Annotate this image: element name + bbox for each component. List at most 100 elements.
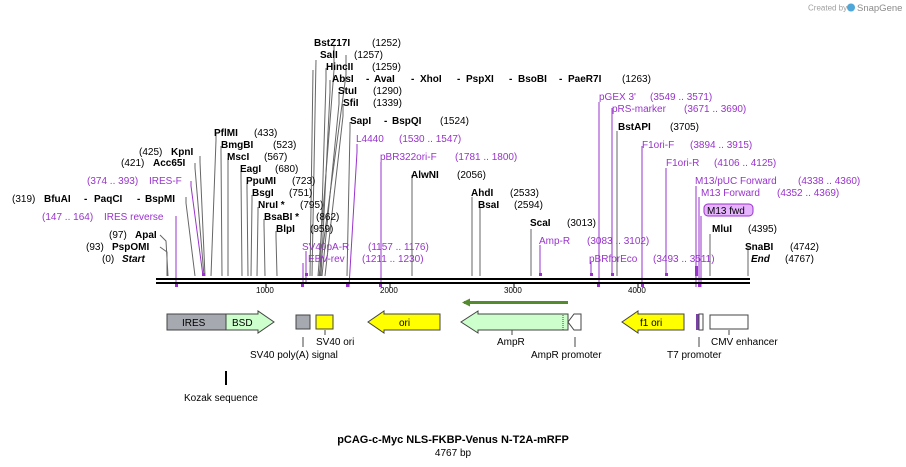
primer-pos: (147 .. 164) bbox=[42, 212, 93, 223]
site-hincii: HincII bbox=[326, 62, 353, 73]
site-pflmi: PflMI bbox=[214, 128, 238, 139]
site-start: Start bbox=[122, 254, 145, 265]
site-ppumi: PpuMI bbox=[246, 176, 276, 187]
watermark-prefix: Created by bbox=[808, 4, 847, 13]
backbone-bottom-strand bbox=[156, 282, 750, 284]
map-title: pCAG-c-Myc NLS-FKBP-Venus N-T2A-mRFP bbox=[337, 434, 569, 446]
leader-lines bbox=[159, 45, 749, 288]
site-pos: (567) bbox=[264, 152, 287, 163]
svg-text:-: - bbox=[384, 116, 387, 127]
leader-l4440 bbox=[348, 144, 358, 288]
primer-pos: (1211 .. 1230) bbox=[362, 254, 424, 265]
label-sv40-polya: SV40 poly(A) signal bbox=[250, 350, 338, 361]
svg-text:-: - bbox=[137, 194, 140, 205]
primer-m13-puc-forward: M13/pUC Forward bbox=[695, 176, 777, 187]
site-pos: (3013) bbox=[567, 218, 596, 229]
site-bmgbi: BmgBI bbox=[221, 140, 253, 151]
site-pos: (1290) bbox=[373, 86, 402, 97]
svg-text:-: - bbox=[366, 74, 369, 85]
svg-text:-: - bbox=[84, 194, 87, 205]
site-pos: (4767) bbox=[785, 254, 814, 265]
left-primers: (374 .. 393) IRES-F (147 .. 164) IRES re… bbox=[42, 176, 182, 223]
leader-sapi bbox=[346, 122, 351, 277]
feature-ampr bbox=[460, 310, 569, 334]
site-snabi: SnaBI bbox=[745, 242, 774, 253]
site-apai: ApaI bbox=[135, 230, 157, 241]
primer-marker bbox=[379, 284, 382, 287]
feature-ori-label: ori bbox=[399, 318, 410, 329]
site-pos: (0) bbox=[102, 254, 114, 265]
site-pos: (751) bbox=[289, 188, 312, 199]
primer-f1ori-r: F1ori-R bbox=[666, 158, 699, 169]
feature-bsd-label: BSD bbox=[232, 318, 253, 329]
site-kpni: KpnI bbox=[171, 147, 193, 158]
features: IRES BSD ori f1 ori SV40 poly(A) sign bbox=[166, 298, 778, 404]
primer-pos: (3493 .. 3511) bbox=[653, 254, 715, 265]
site-pos: (2594) bbox=[514, 200, 543, 211]
primer-marker bbox=[695, 266, 698, 276]
leader-absi bbox=[320, 80, 331, 277]
svg-text:-: - bbox=[411, 74, 414, 85]
primer-marker bbox=[301, 284, 304, 287]
leader-nrui bbox=[256, 207, 259, 277]
tick-label-3000: 3000 bbox=[504, 286, 522, 295]
site-pos: (959) bbox=[310, 224, 333, 235]
site-bstapi: BstAPI bbox=[618, 122, 651, 133]
site-pos: (421) bbox=[121, 158, 144, 169]
leader-eagi bbox=[240, 171, 243, 277]
tick-label-2000: 2000 bbox=[380, 286, 398, 295]
feature-t7-promoter bbox=[696, 314, 699, 330]
feature-ampr-promoter bbox=[567, 313, 582, 331]
svg-text:-: - bbox=[559, 74, 562, 85]
leader-bmgbi bbox=[220, 146, 223, 277]
primer-pbr322ori-f: pBR322ori-F bbox=[380, 152, 437, 163]
site-absi: AbsI bbox=[332, 74, 354, 85]
site-sali: SalI bbox=[320, 50, 338, 61]
feature-t7-promoter-arrow bbox=[698, 313, 704, 331]
feature-ires-label: IRES bbox=[182, 318, 206, 329]
site-pspxi: PspXI bbox=[466, 74, 494, 85]
site-pos: (723) bbox=[292, 176, 315, 187]
ampr-orf-bar bbox=[464, 301, 568, 304]
label-kozak: Kozak sequence bbox=[184, 393, 258, 404]
primer-marker bbox=[539, 273, 542, 276]
site-stui: StuI bbox=[338, 86, 357, 97]
leader-kpni bbox=[199, 156, 206, 277]
site-paqci: PaqCI bbox=[94, 194, 123, 205]
site-xhoi: XhoI bbox=[420, 74, 442, 85]
site-blpi: BlpI bbox=[276, 224, 295, 235]
leader-ires-f bbox=[190, 181, 204, 277]
leader-acc65i bbox=[194, 163, 205, 277]
primer-ebv-rev: EBV-rev bbox=[308, 254, 345, 265]
primer-pos: (4352 .. 4369) bbox=[777, 188, 839, 199]
site-eagi: EagI bbox=[240, 164, 261, 175]
primer-markers bbox=[175, 266, 701, 287]
leader-extra-1 bbox=[311, 59, 317, 277]
primer-m13-forward: M13 Forward bbox=[701, 188, 760, 199]
primer-marker bbox=[175, 284, 178, 287]
site-pos: (795) bbox=[300, 200, 323, 211]
leader-extra-2 bbox=[309, 69, 314, 277]
leader-stui bbox=[321, 92, 340, 277]
leader-bstz17i bbox=[317, 45, 335, 277]
feature-f1-ori bbox=[621, 310, 685, 334]
ampr-orf-arrow-icon bbox=[462, 298, 470, 307]
primer-pbrforeco: pBRforEco bbox=[589, 254, 638, 265]
leader-bfuai bbox=[185, 197, 196, 277]
leader-blpi bbox=[275, 231, 278, 277]
site-pos: (4395) bbox=[748, 224, 777, 235]
primer-f1ori-f: F1ori-F bbox=[642, 140, 674, 151]
leader-pspomi bbox=[159, 246, 168, 276]
site-nrui: NruI * bbox=[258, 200, 285, 211]
leader-sfii bbox=[324, 104, 344, 277]
site-bsai: BsaI bbox=[478, 200, 499, 211]
tick-label-1000: 1000 bbox=[256, 286, 274, 295]
primer-pos: (1530 .. 1547) bbox=[399, 134, 461, 145]
site-pos: (680) bbox=[275, 164, 298, 175]
site-bfuai: BfuAI bbox=[44, 194, 71, 205]
site-pos: (4742) bbox=[790, 242, 819, 253]
primer-pos: (3083 .. 3102) bbox=[587, 236, 649, 247]
label-ampr: AmpR bbox=[497, 337, 525, 348]
site-pos: (2533) bbox=[510, 188, 539, 199]
label-sv40-ori: SV40 ori bbox=[316, 337, 354, 348]
